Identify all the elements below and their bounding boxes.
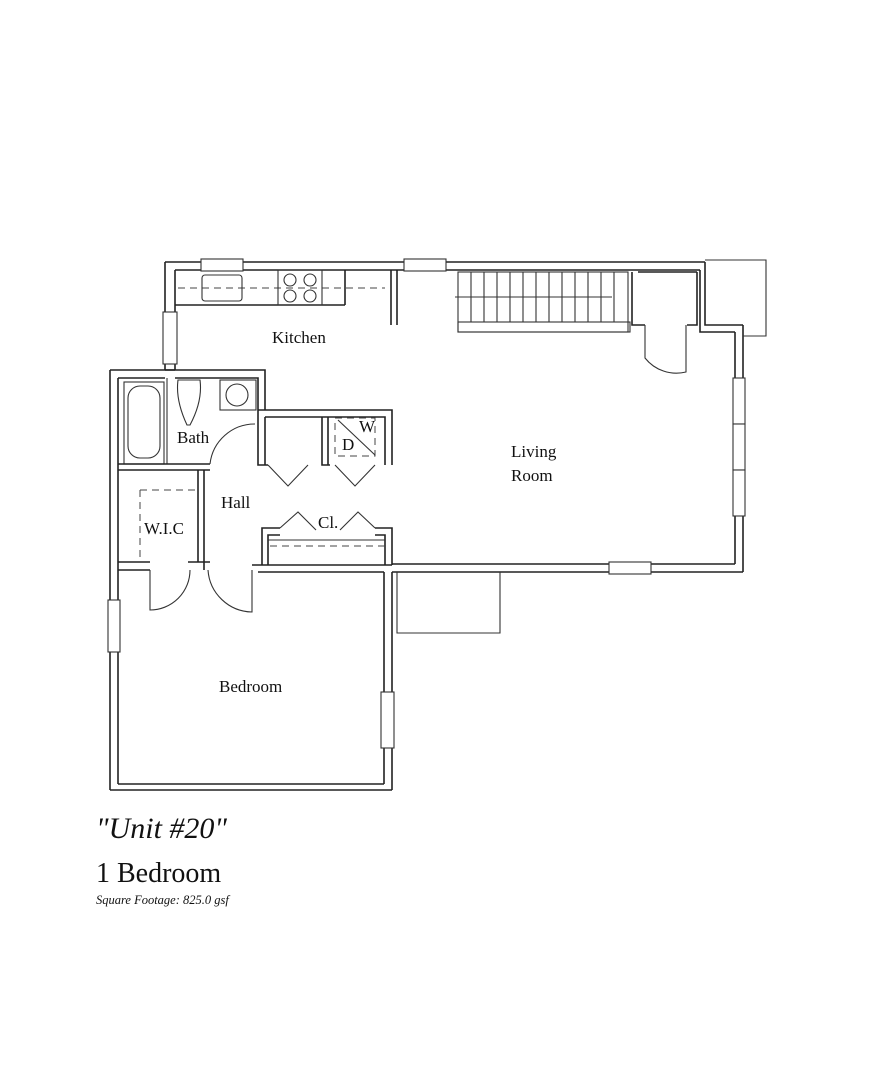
room-label-kitchen: Kitchen [272,328,326,347]
floor-plan: Kitchen Bath Hall W.I.C Cl. Living Room … [107,258,767,791]
room-label-living-2: Room [511,466,553,485]
bath [118,369,266,471]
walk-in-closet [118,470,253,613]
square-footage: Square Footage: 825.0 gsf [96,893,229,907]
kitchen-counter [175,269,398,325]
room-label-bedroom: Bedroom [219,677,282,696]
entry-closet [631,271,698,374]
room-label-bath: Bath [177,428,210,447]
unit-name: "Unit #20" [96,812,228,845]
washer-label: W [359,417,376,436]
patio [396,572,501,634]
room-label-living-1: Living [511,442,557,461]
dryer-label: D [342,435,354,454]
room-label-wic: W.I.C [144,519,184,538]
unit-type: 1 Bedroom [96,858,222,889]
room-label-closet: Cl. [318,513,338,532]
room-label-hall: Hall [221,493,251,512]
hall-closets [257,409,393,487]
windows [107,258,746,749]
linen-closet [252,511,393,573]
stairs [455,271,631,333]
exterior-walls [109,259,767,791]
